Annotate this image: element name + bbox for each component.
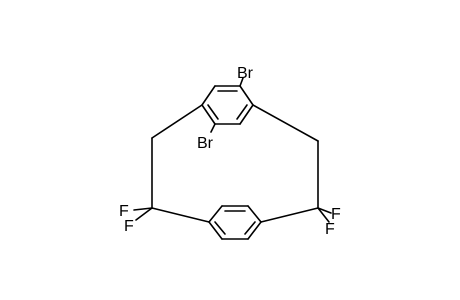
atom-label-br-middle: Br	[197, 135, 214, 152]
bond-ring-upper-2	[239, 85, 254, 106]
double-bond-upper-b	[236, 104, 248, 120]
bond-right-bridge-1	[252, 104, 319, 142]
bond-ring-lower-3	[247, 221, 262, 240]
atom-label-f-right-1: F	[331, 206, 341, 223]
lower-benzene-ring	[208, 205, 262, 240]
upper-benzene-ring	[201, 85, 254, 125]
bond-to-f-left-1	[133, 207, 153, 211]
bond-right-bridge-3	[260, 207, 319, 223]
double-bond-upper-c	[207, 104, 219, 120]
bond-ring-lower-6	[208, 205, 223, 223]
left-bridge	[151, 104, 210, 223]
bond-to-f-left-2	[135, 207, 153, 221]
bond-to-f-right-2	[317, 207, 330, 223]
bond-left-bridge-3	[151, 207, 210, 223]
bond-ring-upper-6	[201, 85, 216, 106]
double-bond-lower-c	[214, 221, 226, 235]
bond-to-br-top	[239, 77, 244, 87]
atom-label-f-left-1: F	[119, 203, 129, 220]
atom-label-br-top: Br	[237, 65, 254, 82]
bond-to-f-right-1	[317, 207, 332, 214]
bond-to-br-middle	[210, 123, 216, 133]
bond-ring-lower-2	[247, 205, 262, 223]
bond-ring-lower-5	[208, 221, 223, 240]
bond-left-bridge-1	[151, 104, 203, 139]
atom-label-f-right-2: F	[325, 221, 335, 238]
double-bond-lower-b	[244, 221, 256, 235]
bond-ring-upper-3	[239, 104, 254, 125]
right-bridge	[252, 104, 319, 223]
atom-label-f-left-2: F	[124, 218, 134, 235]
bond-ring-upper-5	[201, 104, 216, 125]
